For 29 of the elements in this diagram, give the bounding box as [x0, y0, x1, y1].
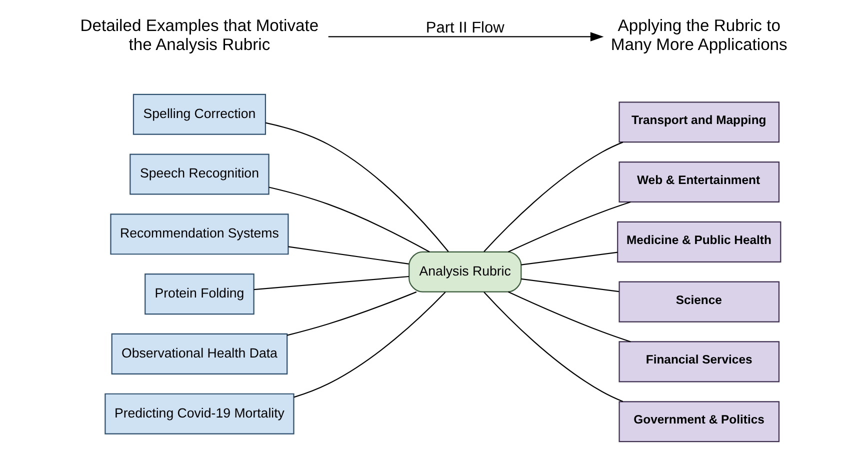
node-box: Protein Folding — [144, 273, 254, 314]
connector — [294, 291, 446, 398]
node-box: Predicting Covid-19 Mortality — [104, 392, 294, 434]
node-text: Detailed Examples that Motivate the Analysis Rubric — [80, 16, 319, 54]
node-box: Science — [618, 280, 780, 322]
node-box: Medicine & Public Health — [617, 220, 782, 262]
edge-label: Part II Flow — [426, 19, 504, 36]
node-box: Web & Entertainment — [618, 161, 780, 202]
connector — [254, 275, 409, 290]
node-box: Speech Recognition — [130, 153, 270, 194]
node-box: Analysis Rubric — [408, 250, 522, 292]
node-box: Recommendation Systems — [110, 213, 289, 254]
connector — [484, 291, 624, 402]
node-text: Applying the Rubric to Many More Applications — [610, 16, 788, 54]
connector — [521, 278, 619, 292]
connector — [288, 246, 409, 264]
connector — [508, 200, 631, 252]
connector — [508, 290, 631, 342]
node-box: Financial Services — [618, 340, 780, 382]
connector — [286, 290, 417, 336]
connector — [265, 122, 449, 252]
arrow — [328, 32, 604, 41]
node-box: Spelling Correction — [132, 93, 266, 134]
connector — [521, 251, 618, 265]
node-box: Transport and Mapping — [618, 101, 780, 142]
node-box: Government & Politics — [618, 400, 780, 442]
connector — [484, 141, 624, 252]
connector — [268, 186, 430, 252]
node-box: Observational Health Data — [111, 332, 288, 374]
